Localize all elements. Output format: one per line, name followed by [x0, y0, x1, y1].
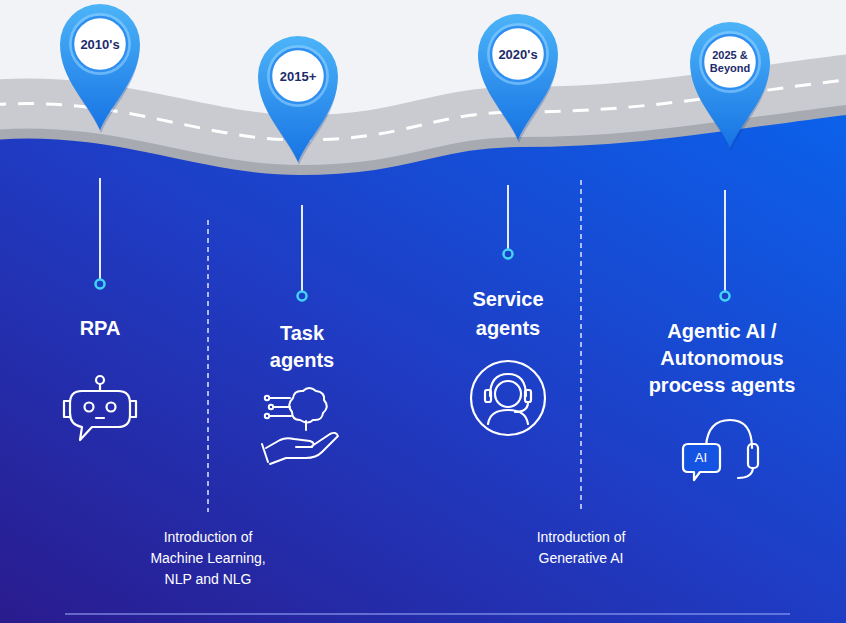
- milestone-title: Task agents: [252, 320, 352, 374]
- robot-eye: [85, 403, 94, 412]
- open-hand: [266, 433, 338, 464]
- headset-mic: [515, 402, 528, 412]
- pin-body: [258, 36, 338, 162]
- map-pin: 2010's: [58, 2, 142, 132]
- circuit-line: [270, 415, 291, 417]
- headset-mic: [738, 468, 753, 478]
- pin-shape: [688, 20, 772, 150]
- pin-shape: [58, 2, 142, 132]
- ear-pad: [525, 390, 531, 402]
- pin-face-circle: [491, 27, 545, 81]
- map-pin: 2025 & Beyond: [688, 20, 772, 150]
- stem-dot: [96, 280, 105, 289]
- ear-pad: [485, 390, 491, 402]
- pin-year: 2010's: [80, 37, 119, 52]
- robot-eye: [107, 403, 116, 412]
- pin-glow: [69, 13, 131, 75]
- hand-brain-icon: [262, 388, 338, 464]
- headset-icon: [471, 361, 545, 435]
- pin-year: 2020's: [498, 47, 537, 62]
- robot-antenna-tip: [96, 376, 104, 384]
- stem-dot: [504, 250, 513, 259]
- pin-year: 2015+: [280, 69, 317, 84]
- era-note: Introduction of Generative AI: [516, 527, 646, 569]
- pin-glow: [267, 45, 329, 107]
- pin-face-circle: [73, 17, 127, 71]
- blue-background: [0, 112, 846, 623]
- bottom-rule: [65, 614, 790, 615]
- era-note: Introduction of Machine Learning, NLP an…: [141, 527, 276, 590]
- pin-body: [478, 14, 558, 140]
- icon-ring: [471, 361, 545, 435]
- ai-headset-icon: [683, 420, 758, 480]
- circuit-dot: [269, 405, 273, 409]
- circuit-dot: [265, 396, 269, 400]
- pin-face-circle: [703, 35, 757, 89]
- pin-year: 2025 & Beyond: [703, 49, 757, 75]
- milestone-dots: [96, 250, 730, 301]
- ear-pad: [748, 444, 758, 468]
- map-pin: 2015+: [256, 34, 340, 164]
- milestone-title: Service agents: [448, 285, 568, 343]
- brain-cloud: [289, 388, 327, 423]
- brain-stem: [305, 421, 307, 430]
- speech-bubble: [683, 444, 720, 480]
- hand-cuff: [262, 444, 268, 462]
- agent-head: [495, 381, 521, 407]
- robot-icon: [64, 376, 136, 440]
- milestone-title: Agentic AI / Autonomous process agents: [632, 318, 812, 399]
- stem-dot: [298, 292, 307, 301]
- stem-line: [507, 185, 509, 249]
- headset-band: [490, 374, 526, 396]
- pin-face: 2025 & Beyond: [703, 35, 757, 89]
- stem-line: [724, 190, 726, 291]
- robot-mouth: [96, 417, 104, 419]
- stem-line: [301, 205, 303, 291]
- robot-ear: [130, 401, 136, 417]
- map-pin: 2020's: [476, 12, 560, 142]
- milestone-title: RPA: [60, 315, 140, 342]
- pin-face: 2015+: [271, 49, 325, 103]
- circuit-dot: [265, 414, 269, 418]
- pin-face: 2020's: [491, 27, 545, 81]
- pin-shape: [476, 12, 560, 142]
- robot-ear: [64, 401, 70, 417]
- dashed-separator: [207, 220, 209, 512]
- pin-glow: [699, 31, 761, 93]
- pin-shape: [256, 34, 340, 164]
- stem-line: [99, 178, 101, 279]
- robot-head: [70, 391, 130, 440]
- era-separators: [208, 180, 581, 512]
- icon-text: AI: [687, 450, 715, 465]
- circuit-line: [274, 406, 290, 408]
- pin-body: [60, 4, 140, 130]
- pin-face-circle: [271, 49, 325, 103]
- milestone-stems: [100, 178, 725, 291]
- pin-body: [690, 22, 770, 148]
- dashed-separator: [580, 180, 582, 512]
- stem-dot: [721, 292, 730, 301]
- pin-glow: [487, 23, 549, 85]
- pin-face: 2010's: [73, 17, 127, 71]
- circuit-line: [270, 397, 290, 399]
